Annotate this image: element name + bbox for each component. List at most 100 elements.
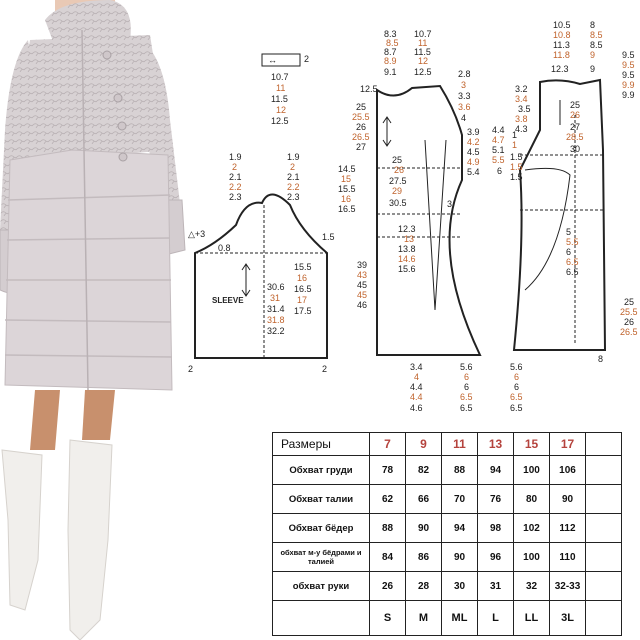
svg-text:5: 5 bbox=[566, 227, 571, 237]
svg-text:5.5: 5.5 bbox=[566, 237, 579, 247]
svg-text:2: 2 bbox=[322, 364, 327, 374]
svg-text:15: 15 bbox=[341, 174, 351, 184]
svg-text:25: 25 bbox=[356, 102, 366, 112]
svg-text:30: 30 bbox=[570, 144, 580, 154]
front-top-right-values: 10.7 11 11.5 12 12.5 bbox=[414, 29, 432, 77]
table-cell: 84 bbox=[369, 542, 406, 572]
sleeve-inner-left-values: 30.6 31 31.4 31.8 32.2 bbox=[267, 282, 285, 336]
size-code: 11 bbox=[441, 432, 478, 456]
svg-text:11.5: 11.5 bbox=[271, 94, 288, 104]
svg-text:26.5: 26.5 bbox=[352, 132, 370, 142]
svg-text:26: 26 bbox=[624, 317, 634, 327]
right-boot bbox=[67, 439, 113, 640]
svg-text:27: 27 bbox=[570, 122, 580, 132]
size-code: 13 bbox=[477, 432, 514, 456]
svg-text:25: 25 bbox=[392, 155, 402, 165]
svg-text:8.5: 8.5 bbox=[386, 38, 399, 48]
coat-quilted-skirt bbox=[4, 149, 173, 391]
quilting-lines bbox=[4, 194, 173, 358]
sleeve-piece: SLEEVE △+3 0.8 1.5 2 2 bbox=[188, 193, 335, 374]
svg-text:6.5: 6.5 bbox=[460, 392, 473, 402]
coat-placket bbox=[81, 29, 89, 391]
empty-cell bbox=[272, 600, 370, 636]
svg-text:15.5: 15.5 bbox=[338, 184, 356, 194]
letter-size: M bbox=[405, 600, 442, 636]
table-cell: 26 bbox=[369, 571, 406, 601]
table-cell: 30 bbox=[441, 571, 478, 601]
svg-text:2.8: 2.8 bbox=[458, 69, 471, 79]
svg-text:2: 2 bbox=[304, 54, 309, 64]
svg-text:25.5: 25.5 bbox=[620, 307, 638, 317]
svg-text:9: 9 bbox=[590, 64, 595, 74]
left-boot bbox=[1, 449, 43, 611]
table-row: обхват м-у бёдрами и талией 84 86 90 96 … bbox=[272, 542, 622, 572]
svg-text:45: 45 bbox=[357, 290, 367, 300]
svg-text:3: 3 bbox=[461, 80, 466, 90]
svg-text:31.8: 31.8 bbox=[267, 315, 285, 325]
svg-text:1: 1 bbox=[512, 130, 517, 140]
table-cell: 94 bbox=[441, 513, 478, 543]
table-cell: 88 bbox=[441, 455, 478, 485]
svg-text:16.5: 16.5 bbox=[338, 204, 356, 214]
svg-text:10.8: 10.8 bbox=[553, 30, 571, 40]
svg-text:5.4: 5.4 bbox=[467, 167, 480, 177]
svg-text:11.8: 11.8 bbox=[553, 50, 570, 60]
svg-text:6: 6 bbox=[566, 247, 571, 257]
svg-text:16: 16 bbox=[297, 273, 307, 283]
svg-text:9.9: 9.9 bbox=[622, 80, 635, 90]
front-left-values-a: 25 25.5 26 26.5 27 bbox=[352, 102, 370, 152]
svg-text:8.7: 8.7 bbox=[384, 47, 397, 57]
svg-text:10.7: 10.7 bbox=[414, 29, 432, 39]
table-cell: 28 bbox=[405, 571, 442, 601]
svg-text:8.5: 8.5 bbox=[590, 30, 603, 40]
svg-text:2.2: 2.2 bbox=[229, 182, 242, 192]
coat-button bbox=[113, 93, 123, 103]
svg-text:32.2: 32.2 bbox=[267, 326, 285, 336]
table-cell: 32-33 bbox=[549, 571, 586, 601]
svg-text:13: 13 bbox=[404, 234, 414, 244]
front-left-values-b: 14.5 15 15.5 16 16.5 bbox=[338, 164, 356, 214]
svg-text:9.9: 9.9 bbox=[622, 90, 635, 100]
svg-text:6: 6 bbox=[497, 166, 502, 176]
front-side-values: 3.9 4.2 4.5 4.9 5.4 bbox=[467, 127, 480, 177]
svg-text:11.3: 11.3 bbox=[553, 40, 570, 50]
svg-text:9.5: 9.5 bbox=[622, 50, 635, 60]
table-cell: 102 bbox=[513, 513, 550, 543]
empty-cell bbox=[585, 600, 622, 636]
svg-text:1: 1 bbox=[512, 140, 517, 150]
size-code: 15 bbox=[513, 432, 550, 456]
svg-text:3.4: 3.4 bbox=[515, 94, 528, 104]
svg-text:10.5: 10.5 bbox=[553, 20, 571, 30]
table-cell: 96 bbox=[477, 542, 514, 572]
svg-text:0.8: 0.8 bbox=[218, 243, 231, 253]
svg-text:2: 2 bbox=[290, 162, 295, 172]
svg-text:28.5: 28.5 bbox=[566, 132, 584, 142]
size-code: 17 bbox=[549, 432, 586, 456]
svg-text:6: 6 bbox=[464, 382, 469, 392]
svg-text:1.5: 1.5 bbox=[322, 232, 335, 242]
sewing-pattern-diagram: ↔ 2 10.7 11 11.5 12 12.5 SLEEVE △+3 0.8 … bbox=[188, 20, 638, 413]
sleeve-cap-left-values: 1.9 2 2.1 2.2 2.3 bbox=[229, 152, 242, 202]
svg-text:12.5: 12.5 bbox=[414, 67, 432, 77]
svg-text:4.9: 4.9 bbox=[467, 157, 480, 167]
svg-text:26.5: 26.5 bbox=[620, 327, 638, 337]
left-leg bbox=[30, 390, 60, 450]
table-cell: 80 bbox=[513, 484, 550, 514]
table-cell: 94 bbox=[477, 455, 514, 485]
back-right-edge-values: 9.5 9.5 9.5 9.9 9.9 bbox=[622, 50, 635, 100]
table-row: Обхват груди 78 82 88 94 100 106 bbox=[272, 455, 622, 485]
svg-text:15.6: 15.6 bbox=[398, 264, 416, 274]
svg-text:12: 12 bbox=[418, 56, 428, 66]
svg-text:29: 29 bbox=[392, 186, 402, 196]
svg-text:12.5: 12.5 bbox=[271, 116, 289, 126]
row-label: Обхват груди bbox=[272, 455, 370, 485]
svg-text:14.6: 14.6 bbox=[398, 254, 416, 264]
svg-text:12.5: 12.5 bbox=[360, 84, 378, 94]
svg-text:3: 3 bbox=[447, 199, 452, 209]
table-cell: 88 bbox=[369, 513, 406, 543]
belt-values: 10.7 11 11.5 12 12.5 bbox=[271, 72, 289, 126]
svg-text:27.5: 27.5 bbox=[389, 176, 407, 186]
table-cell: 90 bbox=[405, 513, 442, 543]
front-top-left-values: 8.3 8.5 8.7 8.9 9.1 bbox=[384, 29, 399, 77]
svg-text:4.4: 4.4 bbox=[410, 382, 423, 392]
